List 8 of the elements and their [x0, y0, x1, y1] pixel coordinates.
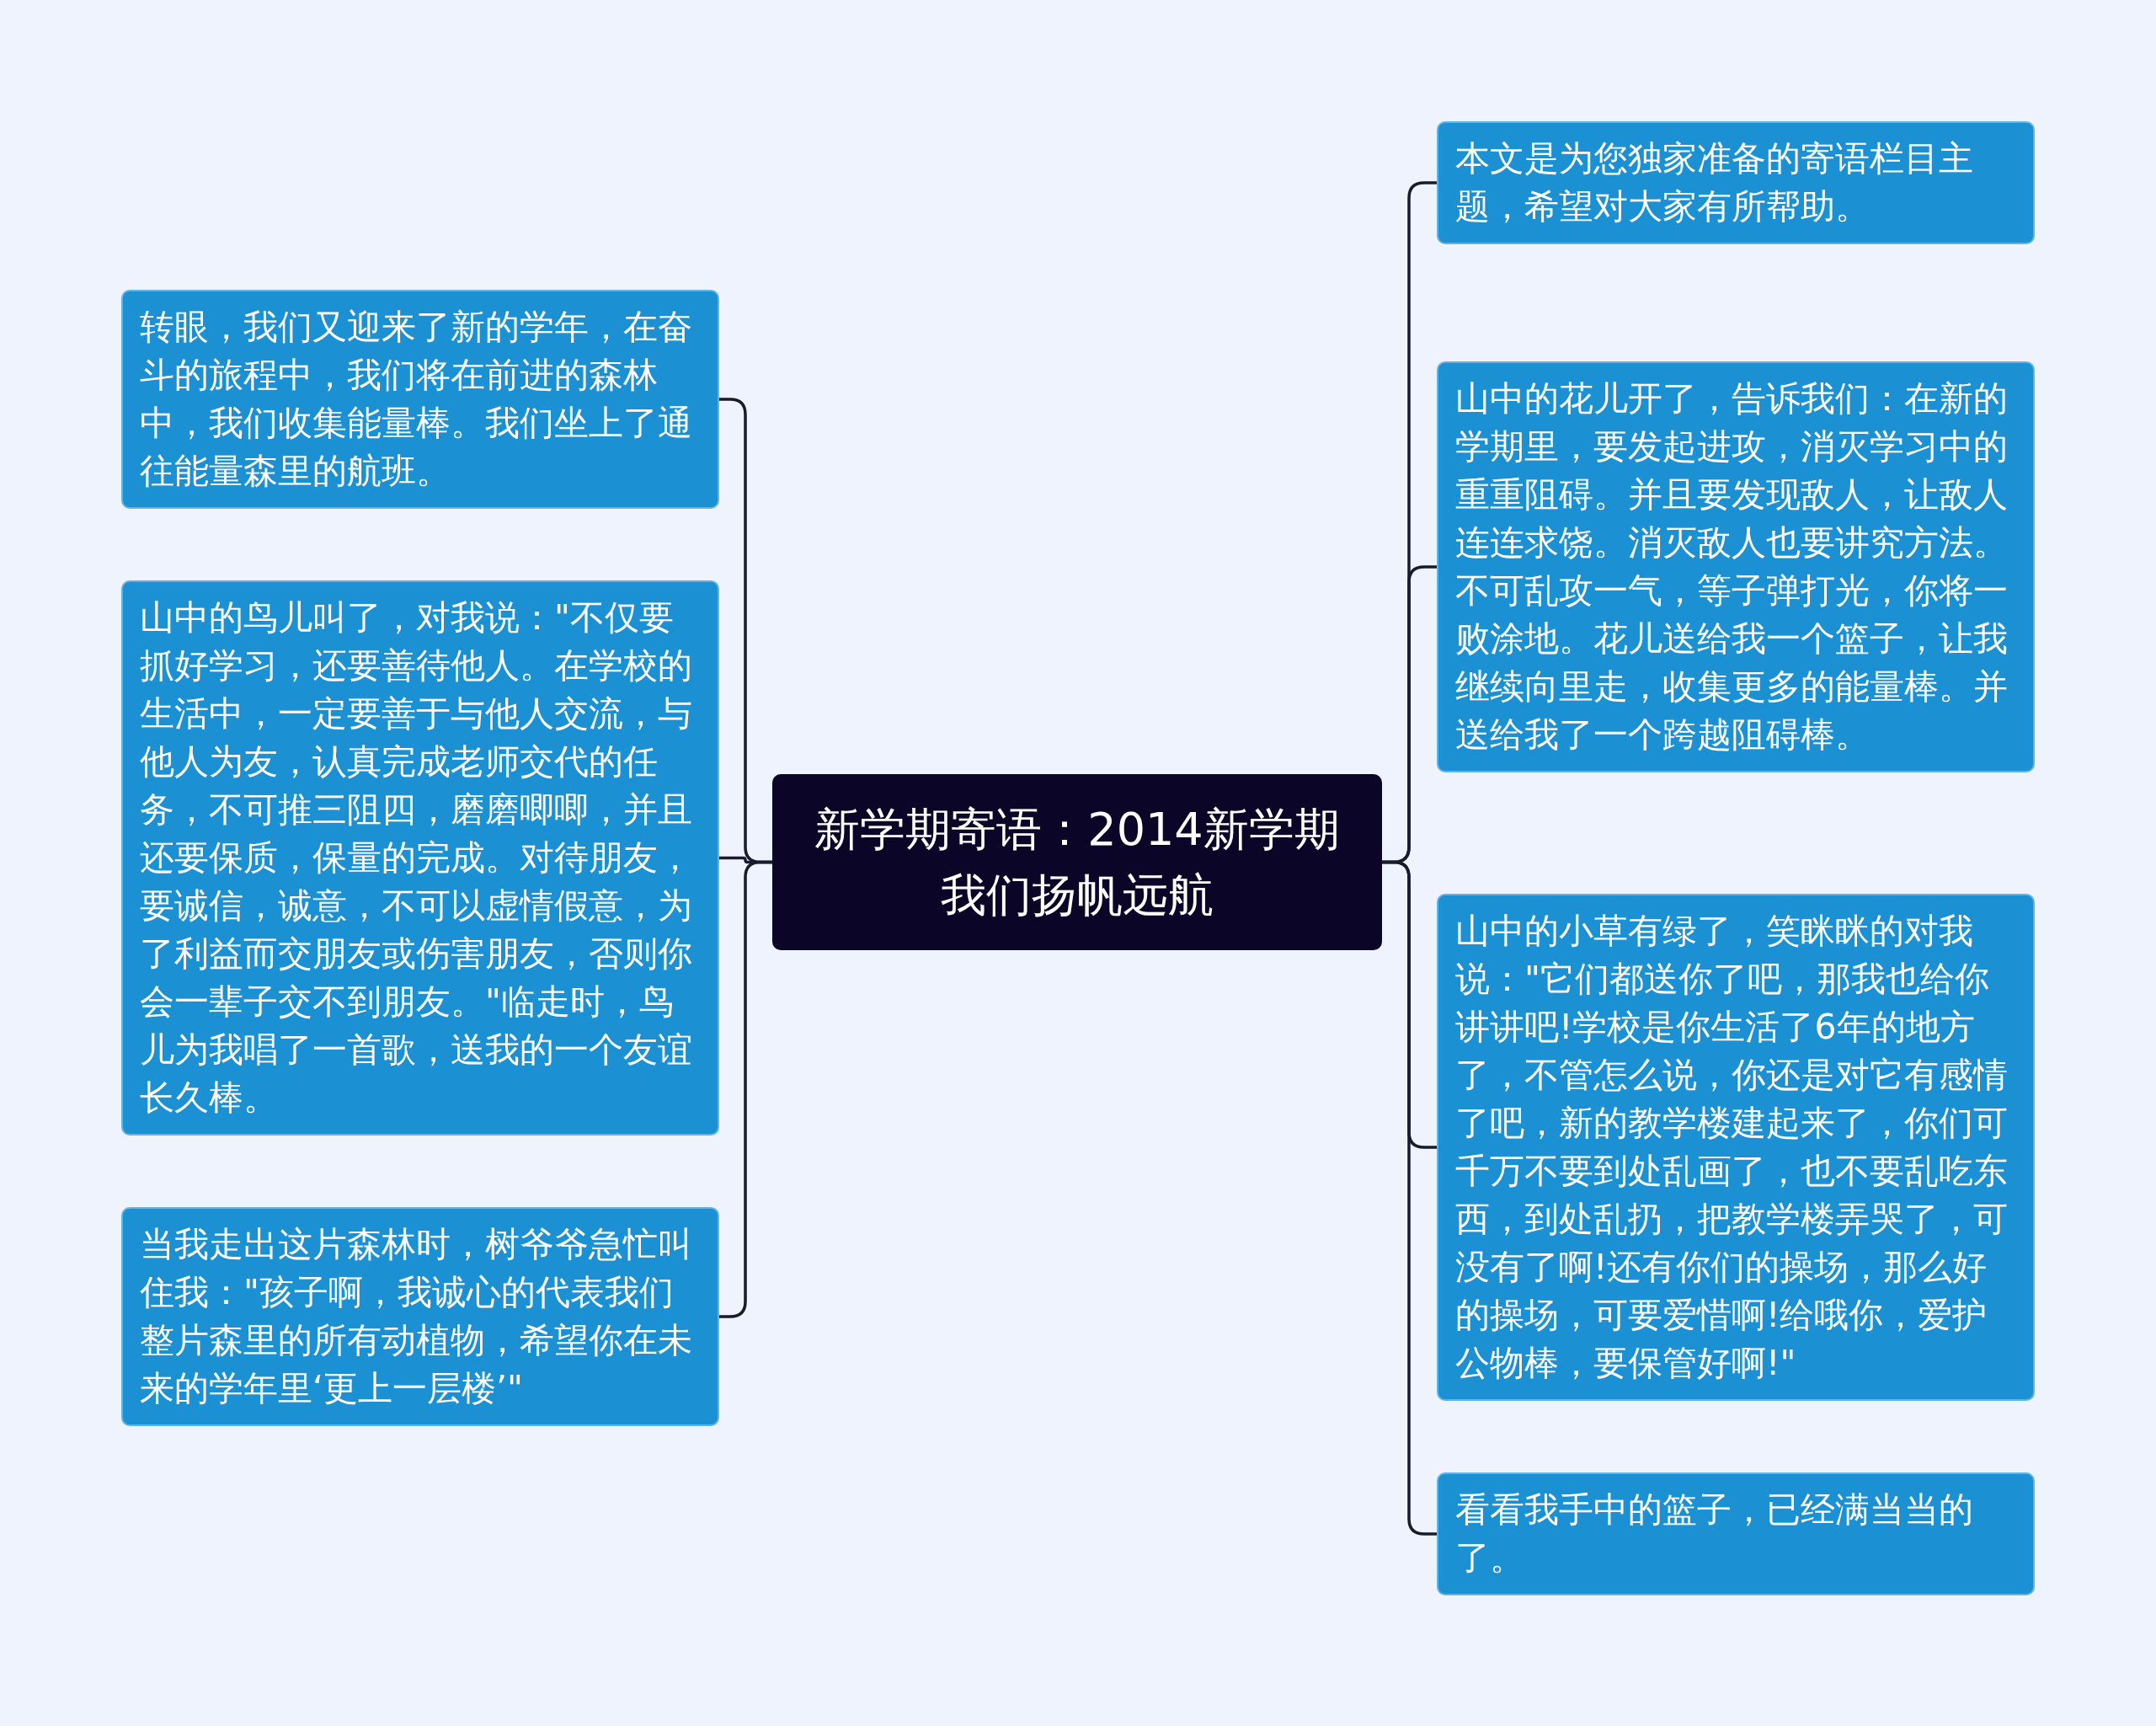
topic-box: 看看我手中的篮子，已经满当当的了。: [1437, 1472, 2035, 1595]
central-topic: 新学期寄语：2014新学期我们扬帆远航: [772, 774, 1382, 950]
topic-box: 当我走出这片森林时，树爷爷急忙叫住我："孩子啊，我诚心的代表我们整片森里的所有动植物，希望你在未来的学年里‘更上一层楼’": [121, 1207, 719, 1426]
topic-box: 山中的鸟儿叫了，对我说："不仅要抓好学习，还要善待他人。在学校的生活中，一定要善于与他人交流，与他人为友，认真完成老师交代的任务，不可推三阻四，磨磨唧唧，并且还要保质，保量的完成。对待朋友，要诚信，诚意，不可以虚情假意，为了利益而交朋友或伤害朋友，否则你会一辈子交不到朋友。"临走时，鸟儿为我唱了一首歌，送我的一个友谊长久棒。: [121, 580, 719, 1136]
topic-box: 山中的花儿开了，告诉我们：在新的学期里，要发起进攻，消灭学习中的重重阻碍。并且要发现敌人，让敌人连连求饶。消灭敌人也要讲究方法。不可乱攻一气，等子弹打光，你将一败涂地。花儿送给我一个篮子，让我继续向里走，收集更多的能量棒。并送给我了一个跨越阻碍棒。: [1437, 361, 2035, 772]
topic-box: 山中的小草有绿了，笑眯眯的对我说："它们都送你了吧，那我也给你讲讲吧!学校是你生活了6年的地方了，不管怎么说，你还是对它有感情了吧，新的教学楼建起来了，你们可千万不要到处乱画了，也不要乱吃东西，到处乱扔，把教学楼弄哭了，可没有了啊!还有你们的操场，那么好的操场，可要爱惜啊!给哦你，爱护公物棒，要保管好啊!": [1437, 894, 2035, 1401]
topic-box: 转眼，我们又迎来了新的学年，在奋斗的旅程中，我们将在前进的森林中，我们收集能量棒。我们坐上了通往能量森里的航班。: [121, 290, 719, 509]
topic-box: 本文是为您独家准备的寄语栏目主题，希望对大家有所帮助。: [1437, 121, 2035, 244]
